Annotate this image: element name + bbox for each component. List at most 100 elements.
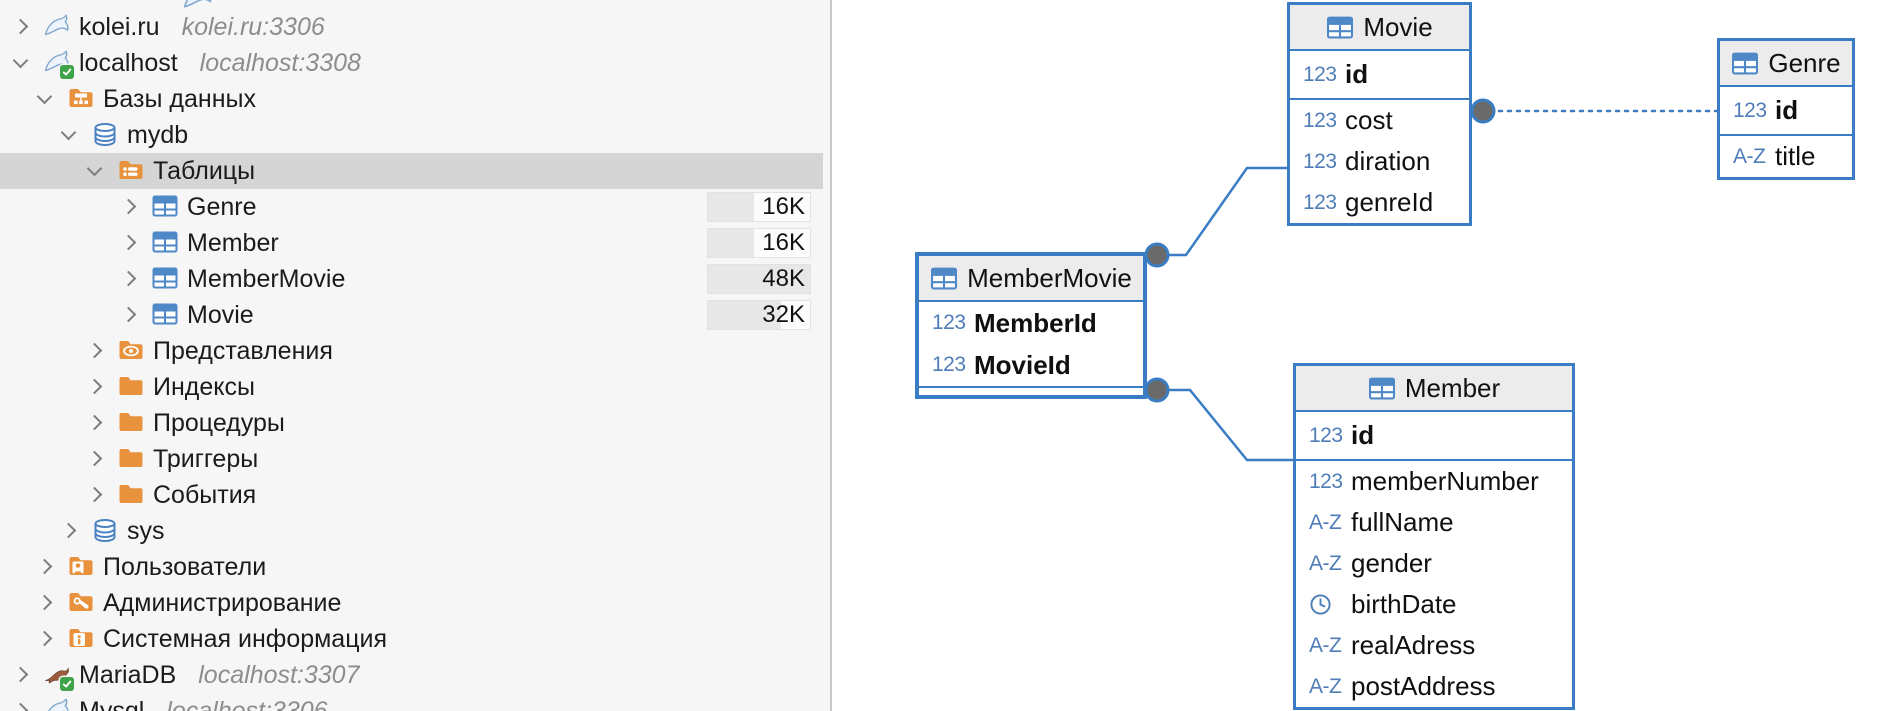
chevron-icon[interactable] [10, 665, 30, 685]
check-badge-icon [60, 677, 74, 691]
chevron-icon[interactable] [84, 449, 104, 469]
er-field-name: diration [1345, 146, 1431, 176]
chevron-icon[interactable] [58, 521, 78, 541]
chevron-icon[interactable] [34, 557, 54, 577]
size-badge: 16K [707, 192, 811, 222]
sidebar-item-tables-folder[interactable]: Таблицы [0, 153, 823, 189]
chevron-icon[interactable] [10, 17, 30, 37]
database-navigator: kolei.ru kolei.ru:3306 localhost localho… [0, 0, 830, 711]
er-field-MemberId[interactable]: 123 MemberId [919, 302, 1143, 344]
sidebar-item-mysql[interactable]: Mysql localhost:3306 [0, 693, 823, 711]
tree-item-host: localhost:3307 [198, 660, 360, 689]
chevron-icon[interactable] [118, 305, 138, 325]
tree-item-label: kolei.ru [79, 12, 160, 41]
sidebar-item-users-folder[interactable]: Пользователи [0, 549, 823, 585]
folder-icon [118, 410, 144, 436]
chevron-icon[interactable] [84, 485, 104, 505]
er-field-name: title [1775, 141, 1816, 171]
sidebar-item-views-folder[interactable]: Представления [0, 333, 823, 369]
sidebar-item-mariadb[interactable]: MariaDB localhost:3307 [0, 657, 823, 693]
numeric-type-icon: 123 [932, 311, 966, 334]
chevron-icon[interactable] [10, 701, 30, 711]
sidebar-item-table-genre[interactable]: Genre 16K [0, 189, 823, 225]
chevron-icon[interactable] [34, 593, 54, 613]
tree-item-label: Системная информация [103, 624, 388, 653]
er-table-header[interactable]: Genre [1720, 41, 1852, 87]
chevron-icon[interactable] [10, 53, 30, 73]
sidebar-item-kolei-ru[interactable]: kolei.ru kolei.ru:3306 [0, 9, 823, 45]
sidebar-item-mydb[interactable]: mydb [0, 117, 823, 153]
sidebar-item-table-movie[interactable]: Movie 32K [0, 297, 823, 333]
chevron-icon[interactable] [118, 269, 138, 289]
sidebar-resize-handle[interactable] [830, 0, 832, 711]
chevron-icon[interactable] [58, 125, 78, 145]
chevron-icon[interactable] [118, 197, 138, 217]
tree-item-host: kolei.ru:3306 [181, 12, 325, 41]
er-field-name: id [1345, 59, 1369, 89]
sidebar-item-indexes-folder[interactable]: Индексы [0, 369, 823, 405]
er-table-header[interactable]: Movie [1290, 5, 1469, 51]
folder-icon [118, 446, 144, 472]
numeric-type-icon: 123 [1309, 423, 1343, 447]
table-icon [1368, 376, 1396, 401]
database-icon [92, 122, 118, 148]
size-text: 16K [762, 193, 805, 220]
chevron-icon[interactable] [84, 161, 104, 181]
sidebar-item-table-membermovie[interactable]: MemberMovie 48K [0, 261, 823, 297]
er-field-birthDate[interactable]: birthDate [1296, 584, 1572, 625]
chevron-icon[interactable] [34, 89, 54, 109]
chevron-icon[interactable] [84, 413, 104, 433]
chevron-icon[interactable] [118, 233, 138, 253]
tree-item-label: MariaDB [79, 660, 177, 689]
er-field-name: id [1775, 95, 1799, 125]
sidebar-item-triggers-folder[interactable]: Триггеры [0, 441, 823, 477]
er-table-header[interactable]: MemberMovie [919, 256, 1143, 302]
er-field-name: MemberId [974, 307, 1097, 338]
size-badge: 16K [707, 228, 811, 258]
string-type-icon: A-Z [1309, 510, 1342, 534]
chevron-icon[interactable] [84, 341, 104, 361]
sidebar-item-localhost[interactable]: localhost localhost:3308 [0, 45, 823, 81]
sidebar-item-system-info-folder[interactable]: Системная информация [0, 621, 823, 657]
er-field-name: memberNumber [1351, 466, 1539, 496]
tree-item-label: Таблицы [153, 156, 256, 185]
numeric-type-icon: 123 [1303, 108, 1337, 132]
er-field-id[interactable]: 123 id [1290, 51, 1469, 98]
sidebar-item-sys[interactable]: sys [0, 513, 823, 549]
connection-anchor-dot [1470, 98, 1496, 124]
sidebar-item-databases-folder[interactable]: Базы данных [0, 81, 823, 117]
chevron-icon[interactable] [84, 377, 104, 397]
er-table-title: Movie [1363, 11, 1433, 42]
er-table-header[interactable]: Member [1296, 366, 1572, 412]
folder-tables-icon [118, 158, 144, 184]
numeric-type-icon: 123 [1303, 62, 1337, 86]
sidebar-item-table-member[interactable]: Member 16K [0, 225, 823, 261]
er-table-title: Genre [1768, 47, 1841, 78]
check-badge-icon [60, 65, 74, 79]
sidebar-item-administration-folder[interactable]: Администрирование [0, 585, 823, 621]
sidebar-item-events-folder[interactable]: События [0, 477, 823, 513]
sidebar-item-procedures-folder[interactable]: Процедуры [0, 405, 823, 441]
table-icon [1326, 15, 1354, 40]
mysql-dolphin-icon [44, 14, 70, 40]
tree-item-label: События [153, 480, 257, 509]
chevron-icon[interactable] [34, 629, 54, 649]
